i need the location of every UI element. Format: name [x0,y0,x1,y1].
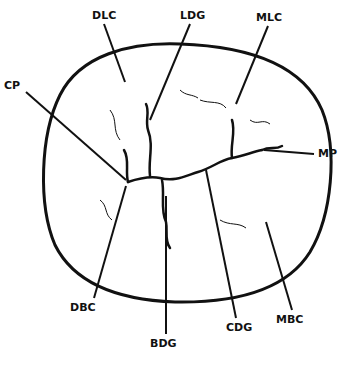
part-label: CDG [226,322,252,333]
part-label: DLC [92,10,116,21]
leader-lines [26,24,314,334]
part-label: MLC [256,12,282,23]
part-label: CP [4,80,20,91]
part-label: MBC [276,314,303,325]
tooth-outline [44,44,332,302]
part-label: BDG [150,338,177,349]
part-label: DBC [70,302,96,313]
part-label: LDG [180,10,205,21]
part-label: MP [318,148,337,159]
grooves [124,104,282,248]
supplemental-grooves [100,90,270,228]
